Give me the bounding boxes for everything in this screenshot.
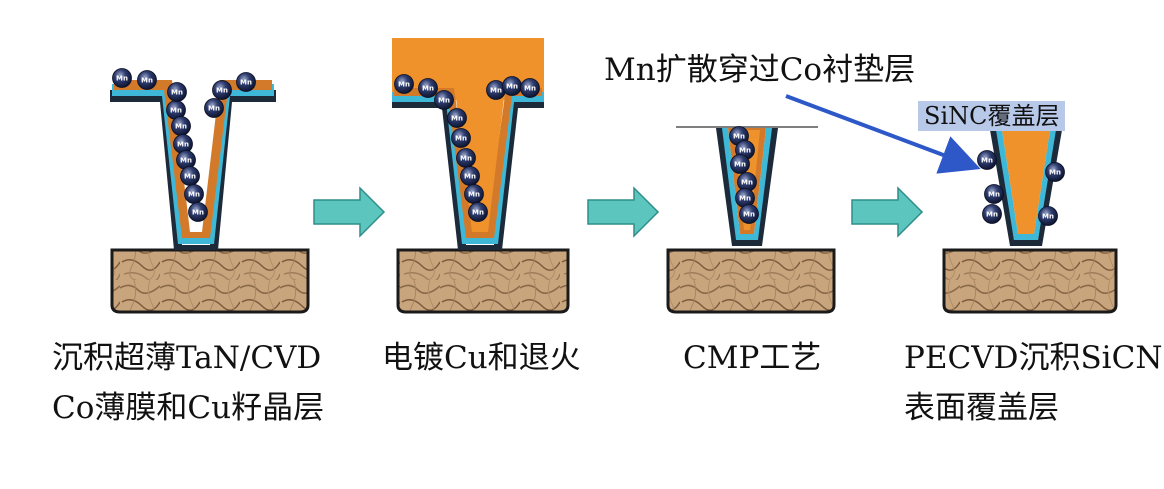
mn-particle: Mn <box>184 184 204 204</box>
mn-particle: Mn <box>137 70 157 90</box>
mn-particle-label: Mn <box>739 195 751 203</box>
mn-particle: Mn <box>977 150 997 170</box>
mn-particle: Mn <box>730 154 750 174</box>
mn-particle: Mn <box>984 184 1004 204</box>
mn-particle-label: Mn <box>170 107 182 115</box>
mn-particle-label: Mn <box>398 81 410 89</box>
substrate-2 <box>396 248 570 314</box>
mn-particle-label: Mn <box>1042 213 1054 221</box>
step1-caption-line1: 沉积超薄TaN/CVD <box>52 340 322 376</box>
mn-particle-label: Mn <box>472 209 484 217</box>
mn-particle: Mn <box>1045 162 1065 182</box>
step3-caption-line1: CMP工艺 <box>683 340 822 376</box>
mn-particle-label: Mn <box>734 161 746 169</box>
mn-particle-label: Mn <box>451 115 463 123</box>
mn-particle-label: Mn <box>141 77 153 85</box>
mn-particle: Mn <box>468 202 488 222</box>
mn-particle-label: Mn <box>171 89 183 97</box>
mn-particle: Mn <box>982 204 1002 224</box>
mn-particle-label: Mn <box>422 85 434 93</box>
substrate-4 <box>942 248 1118 314</box>
mn-particle: Mn <box>460 166 480 186</box>
mn-particle-label: Mn <box>177 141 189 149</box>
mn-particle-label: Mn <box>981 157 993 165</box>
mn-particle-label: Mn <box>733 133 745 141</box>
mn-particle: Mn <box>112 68 132 88</box>
mn-particle-label: Mn <box>216 87 228 95</box>
diffusion-pointer-arrow <box>785 94 981 174</box>
mn-particle-label: Mn <box>468 191 480 199</box>
mn-particle-label: Mn <box>506 83 518 91</box>
step1-caption: 沉积超薄TaN/CVD Co薄膜和Cu籽晶层 <box>52 333 324 433</box>
mn-particle-label: Mn <box>1049 169 1061 177</box>
step3-caption: CMP工艺 <box>683 333 821 383</box>
mn-particle: Mn <box>204 98 224 118</box>
mn-particle: Mn <box>180 166 200 186</box>
step4-caption-line1: PECVD沉积SiCN <box>904 340 1163 376</box>
mn-particle-label: Mn <box>208 105 220 113</box>
mn-particle-label: Mn <box>741 179 753 187</box>
step4-caption: PECVD沉积SiCN 表面覆盖层 <box>904 333 1162 433</box>
mn-particle: Mn <box>1038 206 1058 226</box>
process-arrow-3 <box>851 186 924 238</box>
mn-particle: Mn <box>447 108 467 128</box>
process-arrow-1 <box>313 186 386 238</box>
mn-particle: Mn <box>236 72 256 92</box>
mn-particle: Mn <box>520 78 540 98</box>
mn-particle-label: Mn <box>464 173 476 181</box>
sinc-layer-label: SiNC覆盖层 <box>918 101 1066 131</box>
mn-particle: Mn <box>456 148 476 168</box>
mn-particle: Mn <box>394 74 414 94</box>
mn-particle: Mn <box>451 128 471 148</box>
mn-particle: Mn <box>188 202 208 222</box>
mn-particle: Mn <box>739 204 759 224</box>
mn-particle-label: Mn <box>455 135 467 143</box>
mn-particle: Mn <box>434 90 454 110</box>
mn-particle-label: Mn <box>240 79 252 87</box>
mn-particle-label: Mn <box>184 173 196 181</box>
mn-particle-label: Mn <box>743 211 755 219</box>
mn-particle-label: Mn <box>180 157 192 165</box>
mn-particle-label: Mn <box>460 155 472 163</box>
step2-caption-line1: 电镀Cu和退火 <box>382 340 581 376</box>
mn-particle-label: Mn <box>524 85 536 93</box>
mn-particle-label: Mn <box>192 209 204 217</box>
mn-particle: Mn <box>464 184 484 204</box>
mn-particle-label: Mn <box>175 123 187 131</box>
mn-particle: Mn <box>176 150 196 170</box>
step4-caption-line2: 表面覆盖层 <box>904 390 1059 426</box>
step1-caption-line2: Co薄膜和Cu籽晶层 <box>52 390 325 426</box>
mn-particle: Mn <box>418 78 438 98</box>
mn-particle: Mn <box>212 80 232 100</box>
mn-particle-label: Mn <box>188 191 200 199</box>
mn-particle-label: Mn <box>739 147 751 155</box>
mn-diffusion-annotation: Mn扩散穿过Co衬垫层 <box>604 52 916 88</box>
mn-particle-label: Mn <box>986 211 998 219</box>
substrate-3 <box>666 248 836 314</box>
step2-caption: 电镀Cu和退火 <box>382 333 581 383</box>
mn-particle-label: Mn <box>988 191 1000 199</box>
mn-particle: Mn <box>171 116 191 136</box>
mn-particle: Mn <box>502 76 522 96</box>
mn-particle: Mn <box>167 82 187 102</box>
process-arrow-2 <box>587 186 660 238</box>
mn-particle-label: Mn <box>438 97 450 105</box>
substrate-1 <box>110 248 310 314</box>
mn-particle-label: Mn <box>116 75 128 83</box>
mn-particle-label: Mn <box>490 87 502 95</box>
